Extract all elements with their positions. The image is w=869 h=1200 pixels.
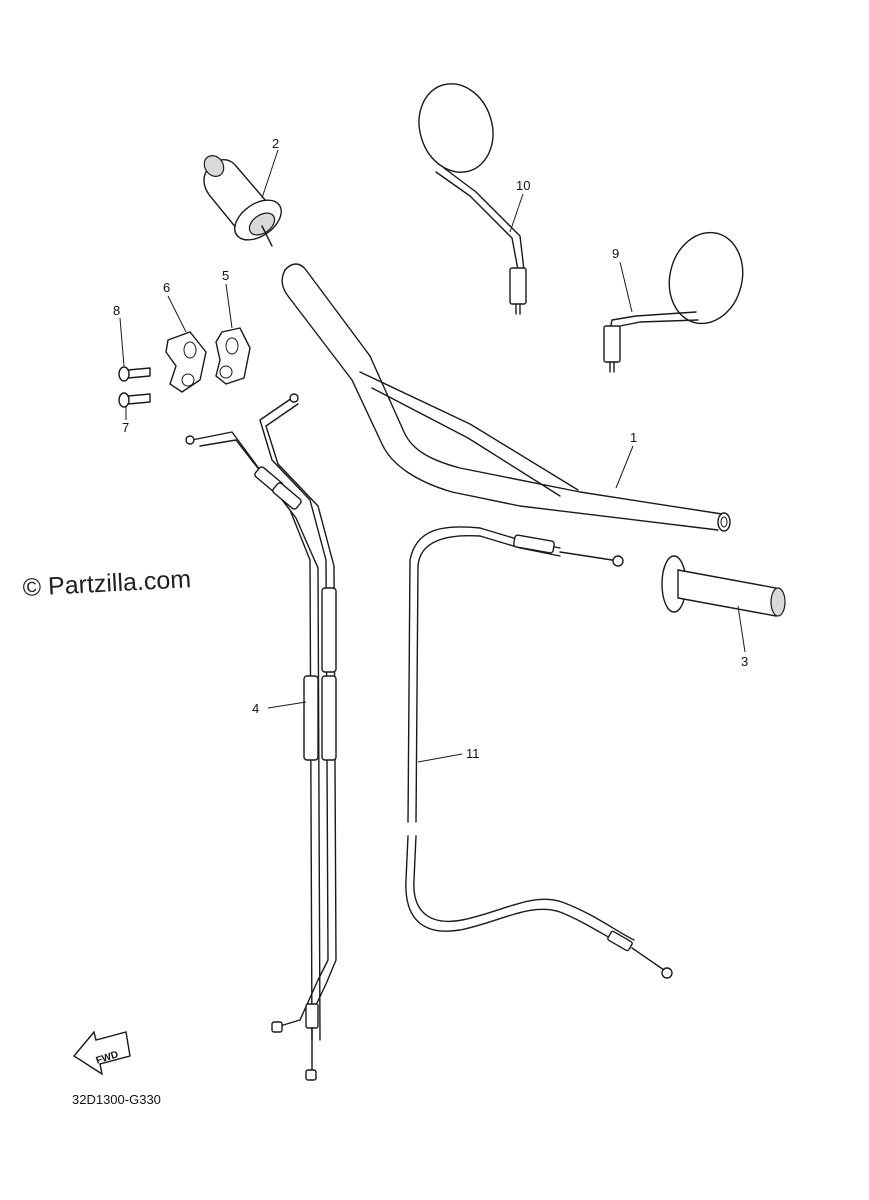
diagram-code: 32D1300-G330	[72, 1092, 161, 1107]
throttle-cable	[185, 393, 337, 1081]
callout-4: 4	[252, 701, 259, 716]
mirror-right	[603, 231, 744, 373]
holder-5	[215, 327, 251, 385]
mirror-left	[418, 83, 527, 315]
fwd-arrow-icon: FWD	[72, 1030, 131, 1076]
callout-11: 11	[466, 746, 480, 761]
callout-6: 6	[163, 280, 170, 295]
callout-9: 9	[612, 246, 619, 261]
callout-10: 10	[516, 178, 530, 193]
leader-lines	[119, 149, 746, 763]
screw-8	[118, 366, 151, 382]
callout-2: 2	[272, 136, 279, 151]
throttle-grip	[203, 155, 282, 247]
handlebar	[281, 263, 731, 532]
callout-5: 5	[222, 268, 229, 283]
callout-7: 7	[122, 420, 129, 435]
clutch-cable	[405, 526, 673, 979]
screw-7	[118, 392, 151, 408]
callout-1: 1	[630, 430, 637, 445]
callout-8: 8	[113, 303, 120, 318]
left-grip	[661, 555, 786, 617]
callout-3: 3	[741, 654, 748, 669]
holder-6	[165, 331, 207, 393]
